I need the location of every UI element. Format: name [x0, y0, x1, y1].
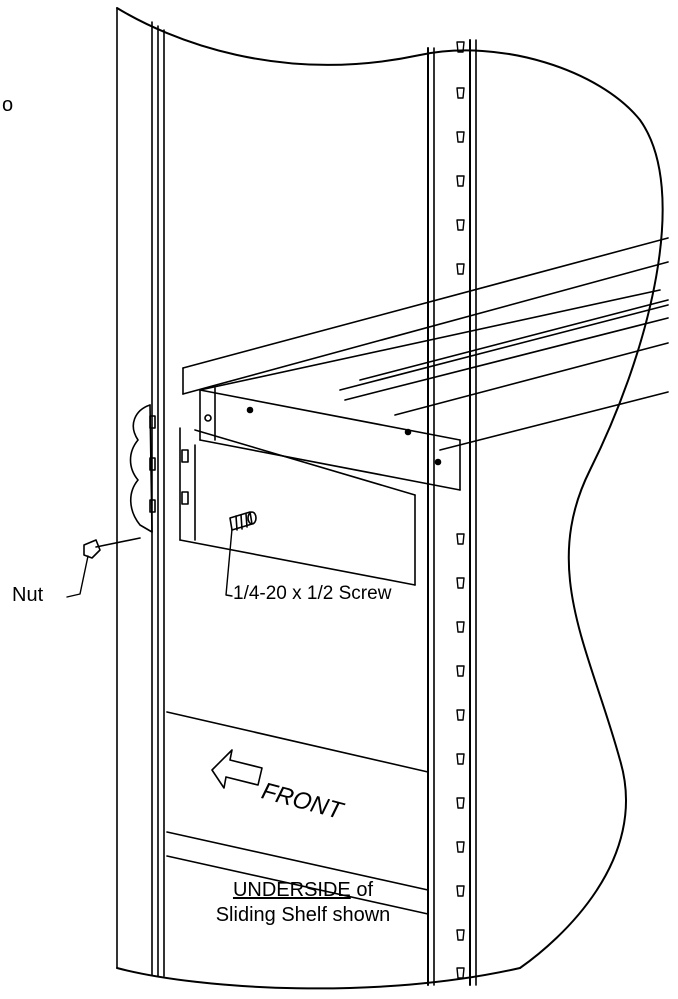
underside-caption-line2: Sliding Shelf shown: [215, 904, 391, 926]
fragment-label: o: [2, 94, 14, 116]
post-holes: [456, 41, 465, 979]
leader-lines: [66, 528, 233, 598]
nut-part: [83, 537, 141, 559]
underside-of: of: [350, 879, 374, 901]
underside-caption: UNDERSIDE of Sliding Shelf shown: [178, 878, 428, 928]
nut-label: Nut: [12, 584, 44, 606]
slide-rail: [199, 387, 461, 491]
underside-panel: [166, 711, 429, 915]
bracket-plate: [179, 427, 416, 586]
sliding-shelf: [182, 237, 669, 451]
screw-part: [229, 511, 257, 531]
underside-caption-line1: UNDERSIDE of: [178, 878, 428, 903]
front-arrow-icon: [211, 749, 263, 789]
underside-emphasis: UNDERSIDE: [232, 879, 351, 901]
right-post: [427, 39, 477, 986]
screw-label: 1/4-20 x 1/2 Screw: [233, 583, 392, 604]
post-bracket: [129, 404, 156, 533]
left-post: [116, 7, 664, 990]
